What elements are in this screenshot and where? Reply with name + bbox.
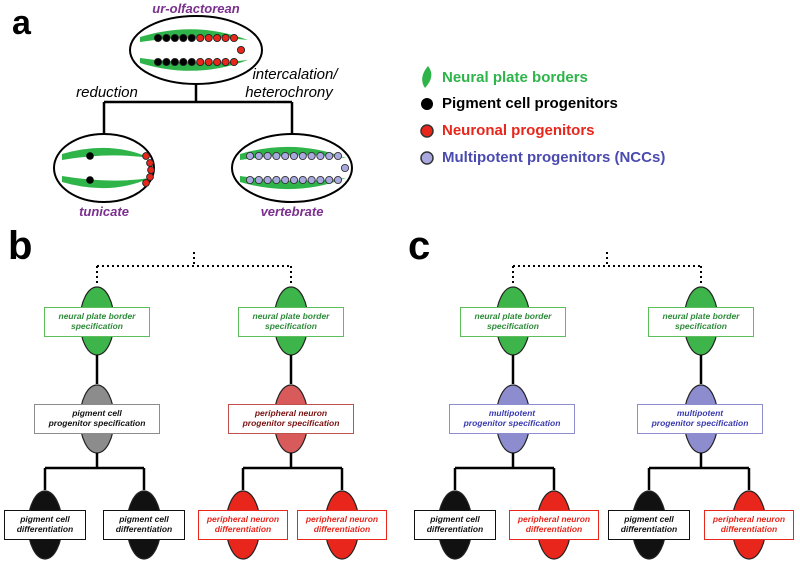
cell-dot [298,151,307,161]
cell-dot [146,173,154,181]
cell-dot [263,151,272,161]
leaf-icon [422,66,432,88]
cell-dot [333,151,343,161]
cell-dot [204,33,213,43]
cell-dot [229,33,239,43]
label-intercalation: intercalation/ [252,66,338,83]
b-pigment-progenitor-box: pigment cell progenitor specification [34,404,160,434]
cell-dot [333,175,343,185]
cell-dot [229,57,239,67]
cell-dot [86,152,94,160]
cell-dot [213,33,222,43]
cell-dot [162,33,171,43]
cell-dot [289,151,299,161]
legend-neuronal-progenitors: Neuronal progenitors [442,122,595,139]
label-vertebrate: vertebrate [260,204,324,219]
cell-dot [142,152,150,160]
cell-dot [146,159,154,167]
cell-dot [316,175,325,185]
c-leaf3-box: pigment cell differentiation [608,510,690,540]
embryo-cell-dots [86,33,350,187]
cell-dot [170,57,179,67]
cell-dot [307,151,316,161]
b-npb-left-box: neural plate border specification [44,307,150,337]
b-leaf3-box: peripheral neuron differentiation [198,510,288,540]
cell-dot [307,175,316,185]
cell-dot [153,33,163,43]
b-leaf4-box: peripheral neuron differentiation [297,510,387,540]
cell-dot [272,151,281,161]
legend-label: Pigment cell progenitors [442,95,618,112]
cell-dot [86,176,94,184]
panel-a-tree-lines [102,84,294,134]
cell-dot [245,151,255,161]
c-leaf4-box: peripheral neuron differentiation [704,510,794,540]
cell-dot [263,175,272,185]
b-leaf1-box: pigment cell differentiation [4,510,86,540]
cell-dot [245,175,255,185]
cell-dot [153,57,163,67]
cell-dot [316,151,325,161]
cell-dot [187,57,196,67]
cell-dot [340,163,350,173]
panel-label-a: a [12,4,31,42]
label-tunicate: tunicate [79,204,129,219]
cell-dot [179,57,188,67]
legend-label: Multipotent progenitors (NCCs) [442,149,666,166]
cell-dot [221,57,230,67]
c-leaf2-box: peripheral neuron differentiation [509,510,599,540]
black-dot-icon [421,98,433,110]
legend-pigment-cell-progenitors: Pigment cell progenitors [442,95,618,112]
cell-dot [187,33,196,43]
legend-multipotent-progenitors: Multipotent progenitors (NCCs) [442,149,665,166]
embryo-tunicate [53,133,155,203]
cell-dot [204,57,213,67]
legend-neural-plate-borders: Neural plate borders [442,69,588,86]
cell-dot [170,33,179,43]
label-reduction: reduction [76,84,138,101]
cell-dot [289,175,299,185]
cell-dot [142,179,150,187]
cell-dot [298,175,307,185]
cell-dot [162,57,171,67]
legend-label: Neural plate borders [442,69,588,86]
cell-dot [196,57,205,67]
c-leaf1-box: pigment cell differentiation [414,510,496,540]
b-leaf2-box: pigment cell differentiation [103,510,185,540]
cell-dot [325,151,334,161]
embryo-vertebrate [231,133,353,203]
legend-label: Neuronal progenitors [442,122,595,139]
b-npb-right-box: neural plate border specification [238,307,344,337]
cell-dot [254,175,263,185]
cell-dot [254,151,263,161]
panel-label-c: c [408,224,431,268]
cell-dot [221,33,230,43]
c-multipotent-left-box: multipotent progenitor specification [449,404,575,434]
c-multipotent-right-box: multipotent progenitor specification [637,404,763,434]
c-npb-left-box: neural plate border specification [460,307,566,337]
label-ur-olfactorean: ur-olfactorean [152,1,240,16]
b-neuron-progenitor-box: peripheral neuron progenitor specificati… [228,404,354,434]
panel-label-b: b [8,224,33,268]
cell-dot [179,33,188,43]
cell-dot [196,33,205,43]
label-heterochrony: heterochrony [245,84,333,101]
cell-dot [213,57,222,67]
cell-dot [236,45,246,55]
purple-dot-icon [420,151,434,165]
red-dot-icon [420,124,434,138]
c-npb-right-box: neural plate border specification [648,307,754,337]
legend-icons [420,66,434,165]
cell-dot [325,175,334,185]
cell-dot [281,175,290,185]
cell-dot [147,166,155,174]
cell-dot [281,151,290,161]
cell-dot [272,175,281,185]
